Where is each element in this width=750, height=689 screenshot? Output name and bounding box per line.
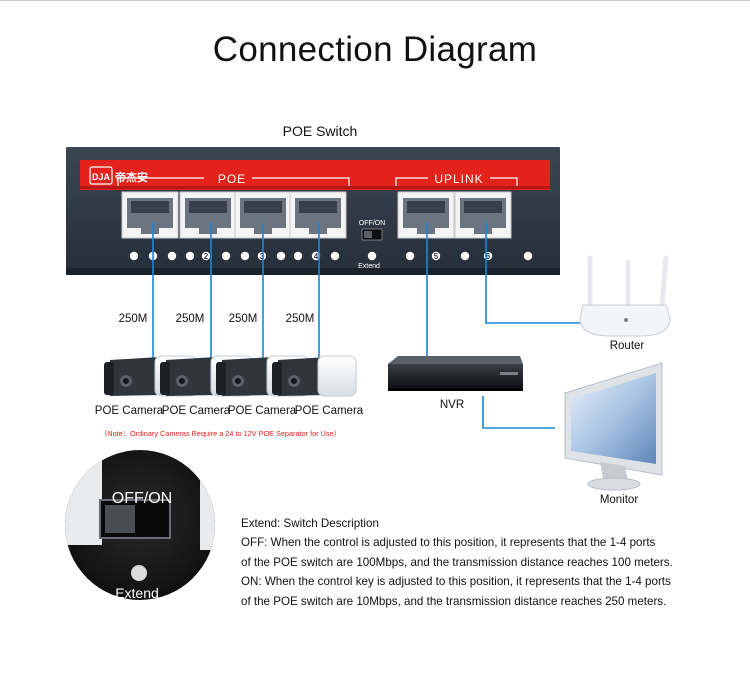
extend-description: Extend: Switch Description OFF: When the… [241,514,741,611]
zoom-extend-label: Extend [115,585,159,601]
speed-label-2: 250M [175,313,205,325]
description-heading: Extend: Switch Description [241,517,379,530]
switch-label: POE Switch [282,123,358,139]
nvr-label: NVR [439,399,465,411]
uplink-port-6[interactable] [454,191,512,239]
monitor-label: Monitor [599,494,639,506]
camera-label-1: POE Camera [94,405,164,417]
top-divider [0,0,750,1]
brand-badge-text: DJA [92,172,111,182]
camera-label-4: POE Camera [294,405,364,417]
zoom-extend-led [131,565,147,581]
status-leds [129,251,533,261]
monitor-device [564,362,663,491]
camera-label-2: POE Camera [161,405,231,417]
cable-router [485,222,580,324]
port-number-6: 6 [486,252,491,261]
poe-camera-4 [272,355,357,397]
nvr-device [388,356,523,391]
speed-label-1: 250M [118,313,148,325]
port-number-4: 4 [314,252,319,261]
description-line-3: ON: When the control key is adjusted to … [241,575,671,589]
poe-group-bracket [117,177,350,186]
brand-name: 帝杰安 [115,170,148,184]
device-extend-label: Extend [358,263,380,270]
speed-label-3: 250M [228,313,258,325]
device-extend-switch[interactable] [361,228,383,241]
zoom-off-on-label: OFF/ON [112,490,172,507]
camera-label-3: POE Camera [227,405,297,417]
description-line-4: of the POE switch are 10Mbps, and the tr… [241,594,667,608]
camera-note: （Note：Ordinary Cameras Require a 24 to 1… [100,429,341,438]
uplink-port-5[interactable] [397,191,455,239]
page-title: Connection Diagram [212,30,538,69]
port-number-2: 2 [204,252,209,261]
poe-port-1[interactable] [121,191,179,239]
extend-led [367,251,377,261]
poe-port-2[interactable] [179,191,237,239]
brand-logo [89,166,113,185]
switch-red-panel [80,160,550,190]
uplink-group-label: UPLINK [434,172,483,186]
speed-label-4: 250M [285,313,315,325]
poe-port-4[interactable] [289,191,347,239]
uplink-group-bracket [395,177,518,186]
cable-monitor [482,396,555,429]
poe-group-label: POE [218,172,246,186]
description-line-2: of the POE switch are 100Mbps, and the t… [241,555,673,569]
cables [152,222,580,429]
port-number-5: 5 [434,252,439,261]
description-line-1: OFF: When the control is adjusted to thi… [241,536,656,550]
router-label: Router [609,340,645,352]
router-device [579,255,671,337]
device-off-on-label: OFF/ON [359,220,385,227]
